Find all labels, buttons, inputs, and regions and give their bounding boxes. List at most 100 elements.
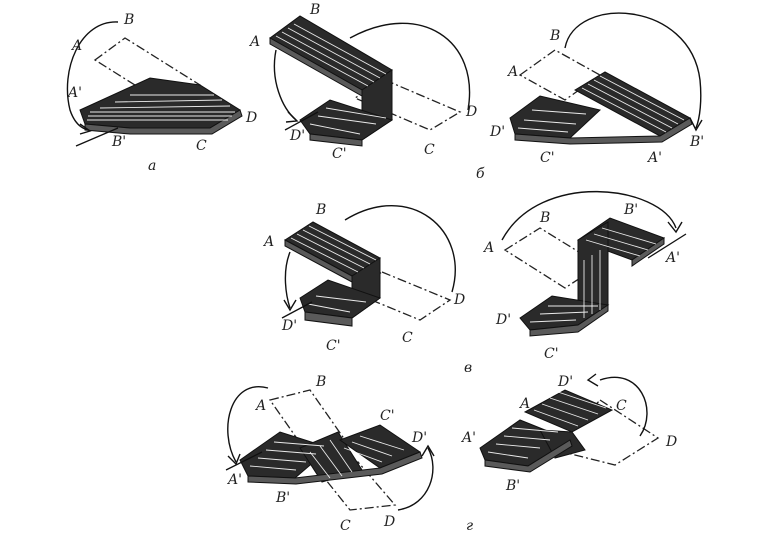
upper-band xyxy=(523,389,614,433)
label-D: D xyxy=(383,514,395,530)
panel-v-right: B B' A A' D' C' в xyxy=(464,190,687,376)
label-D: D xyxy=(245,110,257,126)
label-C: C xyxy=(196,138,207,154)
side-fold xyxy=(539,429,586,459)
label-C-prime: C' xyxy=(380,408,395,424)
fold-axis xyxy=(225,451,263,471)
label-B: B xyxy=(315,202,326,218)
label-D: D xyxy=(665,434,677,450)
band-edge xyxy=(247,451,423,485)
band-hatching xyxy=(529,227,657,323)
fold-arrow xyxy=(501,190,677,241)
label-B-prime: B' xyxy=(111,134,126,150)
label-A: A xyxy=(482,240,494,256)
fold-arrow-left xyxy=(227,386,269,463)
fold-arrowhead xyxy=(79,123,92,135)
panel-g-right: D' A C D A' B' г xyxy=(460,373,677,534)
fold-arrowhead xyxy=(667,221,683,234)
label-B-prime: B' xyxy=(275,490,290,506)
label-D-prime: D' xyxy=(411,430,427,446)
label-B: B xyxy=(315,374,326,390)
label-D-prime: D' xyxy=(281,318,297,334)
label-A: A xyxy=(518,396,530,412)
label-B: B xyxy=(549,28,560,44)
fold-arrow xyxy=(599,376,648,437)
fold-arrow xyxy=(344,205,456,293)
label-A: A xyxy=(248,34,260,50)
caption-a: а xyxy=(148,158,156,174)
fold-arrow-2 xyxy=(273,49,297,121)
label-A-prime: A' xyxy=(646,150,662,166)
label-A-prime: A' xyxy=(664,250,680,266)
label-D-prime: D' xyxy=(289,128,305,144)
label-B-prime: B' xyxy=(623,202,638,218)
fold-axis xyxy=(281,301,313,319)
panel-b-left: B A D D' C' C xyxy=(248,2,477,162)
label-B: B xyxy=(309,2,320,18)
fold-arrowhead xyxy=(283,299,297,312)
fold-arrowhead xyxy=(689,117,703,132)
label-C-prime: C' xyxy=(332,146,347,162)
band-edge xyxy=(84,109,243,135)
panel-v-left: B A D D' C' C xyxy=(262,202,465,354)
label-C-prime: C' xyxy=(326,338,341,354)
caption-b: б xyxy=(476,166,485,182)
caption-g: г xyxy=(466,518,473,534)
panel-b-right: B A D' C' A' B' б xyxy=(476,12,704,182)
upper-band-edge xyxy=(631,237,665,267)
diagonal-band xyxy=(573,71,692,137)
label-D: D xyxy=(465,104,477,120)
panel-g-left: B A C' D' A' B' C D xyxy=(225,374,435,534)
lower-band-edge xyxy=(309,133,363,147)
fold-arrowhead-left xyxy=(227,453,241,466)
label-C: C xyxy=(424,142,435,158)
band-edge xyxy=(514,117,693,145)
label-C: C xyxy=(340,518,351,534)
label-C: C xyxy=(616,398,627,414)
band-hatching xyxy=(517,75,685,133)
fold-axis xyxy=(75,127,119,147)
label-B-prime: B' xyxy=(505,478,520,494)
fold-arrow-2 xyxy=(284,251,291,309)
label-D-prime: D' xyxy=(557,374,573,390)
caption-v: в xyxy=(464,360,472,376)
fold-arrow xyxy=(349,22,471,111)
sheet-outline xyxy=(503,227,602,289)
label-A: A xyxy=(262,234,274,250)
fold-axis xyxy=(647,233,687,259)
band-hatching xyxy=(290,225,377,313)
band-hatching xyxy=(249,435,405,479)
label-D-prime: D' xyxy=(495,312,511,328)
label-A: A xyxy=(506,64,518,80)
label-A-prime: A' xyxy=(460,430,476,446)
label-C-prime: C' xyxy=(544,346,559,362)
fold-arrowhead xyxy=(285,111,299,123)
label-A: A xyxy=(254,398,266,414)
fold-arrowhead-right xyxy=(421,444,435,457)
label-D: D xyxy=(453,292,465,308)
fold-arrow-right xyxy=(397,447,434,511)
label-B-prime: B' xyxy=(689,134,704,150)
lower-band-edge xyxy=(529,304,609,337)
label-C: C xyxy=(402,330,413,346)
band-hatching xyxy=(87,94,235,121)
panel-a: B A A' B' C D а xyxy=(66,12,257,174)
band-edge xyxy=(484,439,573,473)
folded-band xyxy=(79,77,241,129)
label-A-prime: A' xyxy=(66,85,82,101)
label-D-prime: D' xyxy=(489,124,505,140)
label-B: B xyxy=(539,210,550,226)
lower-band xyxy=(509,95,602,139)
band-hatching xyxy=(275,23,387,135)
label-A: A xyxy=(70,38,82,54)
fold-arrowhead xyxy=(586,373,599,387)
band-hatching xyxy=(487,391,607,459)
label-B: B xyxy=(123,12,134,28)
lower-band-edge xyxy=(304,311,353,327)
label-C-prime: C' xyxy=(540,150,555,166)
fold-arrow xyxy=(66,21,119,131)
label-A-prime: A' xyxy=(226,472,242,488)
fold-axis xyxy=(284,111,319,131)
fold-arrow xyxy=(564,12,702,129)
